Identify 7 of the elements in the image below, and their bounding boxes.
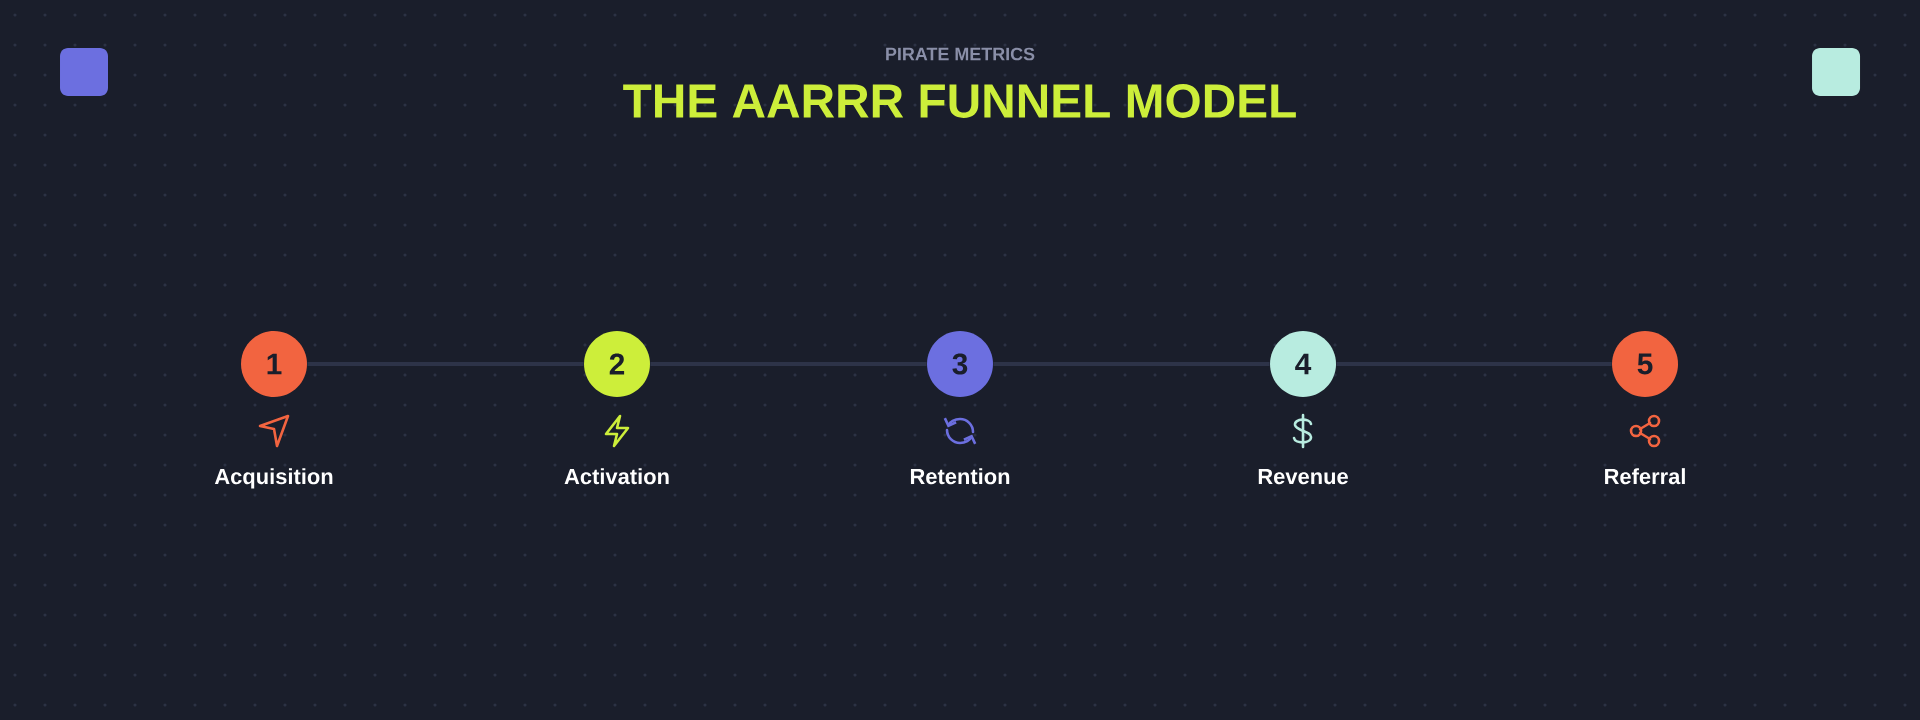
stage-label: Revenue — [1258, 468, 1348, 485]
stage-label: Acquisition — [214, 468, 333, 489]
stage-label: Referral — [1605, 468, 1685, 485]
title: THE AARRR FUNNEL MODEL — [623, 84, 1296, 118]
subtitle: PIRATE METRICS — [886, 47, 1035, 61]
stage-label: Retention — [910, 468, 1010, 485]
stage-label: Activation — [564, 468, 669, 485]
